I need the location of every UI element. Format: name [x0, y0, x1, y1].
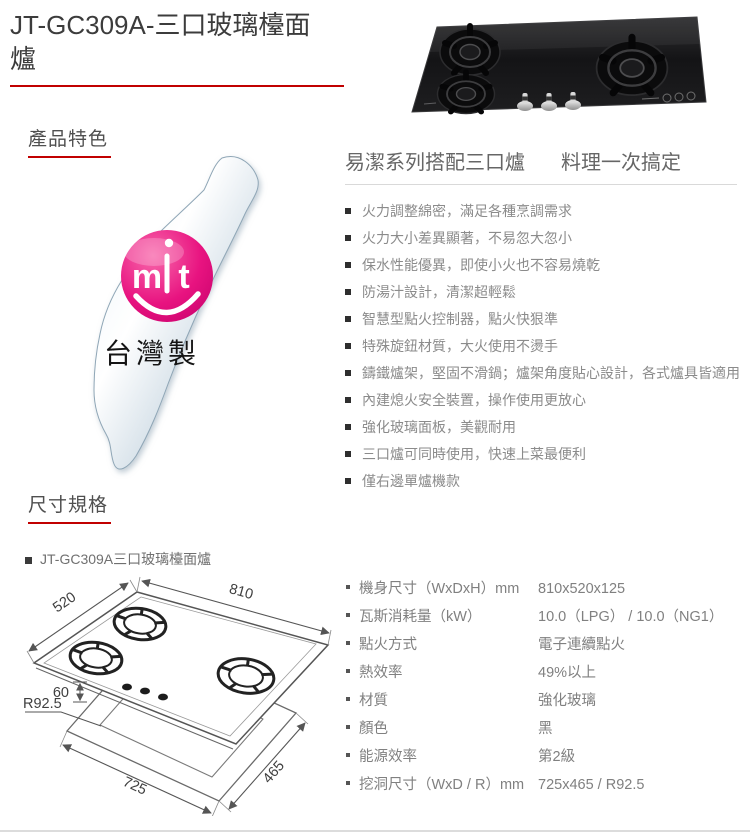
bullet-square-icon	[346, 613, 350, 617]
subtitle-divider	[345, 184, 737, 185]
bullet-square-icon	[345, 235, 351, 241]
feature-text: 鑄鐵爐架，堅固不滑鍋；爐架角度貼心設計，各式爐具皆適用	[362, 365, 740, 381]
feature-text: 防湯汁設計，清潔超輕鬆	[362, 284, 516, 300]
feature-text: 特殊旋鈕材質，大火使用不燙手	[362, 338, 558, 354]
spec-value: 電子連續點火	[538, 637, 625, 653]
dimensions-heading: 尺寸規格	[28, 495, 109, 516]
bullet-square-icon	[346, 697, 350, 701]
spec-list: 機身尺寸（WxDxH）mm 810x520x125 瓦斯消耗量（kW） 10.0（L…	[346, 580, 748, 804]
spec-label: 點火方式	[359, 637, 417, 653]
spec-row: 顏色 黑	[346, 720, 748, 739]
series-subtitle-left: 易潔系列搭配三口爐	[345, 152, 525, 174]
feature-text: 保水性能優異，即使小火也不容易燒乾	[362, 257, 600, 273]
bullet-square-icon	[345, 343, 351, 349]
bullet-square-icon	[345, 289, 351, 295]
feature-text: 三口爐可同時使用，快速上菜最便利	[362, 446, 586, 462]
spec-row: 點火方式 電子連續點火	[346, 636, 748, 655]
spec-label: 挖洞尺寸（WxD / R）mm	[359, 777, 525, 793]
features-heading: 產品特色	[28, 129, 109, 150]
bullet-square-icon	[345, 397, 351, 403]
spec-value: 49%以上	[538, 665, 597, 681]
page-title: JT-GC309A-三口玻璃檯面爐	[10, 10, 311, 74]
bullet-square-icon	[346, 585, 350, 589]
spec-label: 熱效率	[359, 665, 403, 681]
feature-item: 智慧型點火控制器，點火快狠準	[345, 310, 743, 329]
made-in-taiwan-badge: m t 台灣製	[93, 156, 259, 470]
spec-row: 挖洞尺寸（WxD / R）mm 725x465 / R92.5	[346, 776, 748, 795]
model-name-line: JT-GC309A三口玻璃檯面爐	[25, 549, 211, 569]
product-photo	[411, 16, 707, 120]
feature-item: 火力大小差異顯著，不易忽大忽小	[345, 229, 743, 248]
dimensions-heading-underline	[28, 522, 111, 524]
spec-value: 810x520x125	[538, 581, 626, 597]
dim-radius-label: R92.5	[23, 696, 62, 712]
spec-value: 10.0（LPG） / 10.0（NG1）	[538, 609, 724, 625]
spec-row: 熱效率 49%以上	[346, 664, 748, 683]
feature-item: 保水性能優異，即使小火也不容易燒乾	[345, 256, 743, 275]
dim-cutout-width-label: 725	[120, 774, 149, 799]
dim-cutout-depth-label: 465	[260, 758, 288, 787]
spec-label: 能源效率	[359, 749, 417, 765]
feature-text: 僅右邊單爐機款	[362, 473, 460, 489]
series-subtitle-right: 料理一次搞定	[561, 152, 681, 174]
feature-item: 特殊旋鈕材質，大火使用不燙手	[345, 337, 743, 356]
spec-value: 黑	[538, 721, 553, 737]
dim-gap-label: 60	[53, 685, 69, 701]
feature-item: 三口爐可同時使用，快速上菜最便利	[345, 445, 743, 464]
feature-text: 智慧型點火控制器，點火快狠準	[362, 311, 558, 327]
bullet-square-icon	[345, 478, 351, 484]
feature-item: 僅右邊單爐機款	[345, 472, 743, 491]
feature-item: 火力調整綿密，滿足各種烹調需求	[345, 202, 743, 221]
spec-row: 能源效率 第2級	[346, 748, 748, 767]
spec-row: 瓦斯消耗量（kW） 10.0（LPG） / 10.0（NG1）	[346, 608, 748, 627]
feature-item: 內建熄火安全裝置，操作使用更放心	[345, 391, 743, 410]
series-subtitle: 易潔系列搭配三口爐 料理一次搞定	[345, 146, 740, 175]
bullet-square-icon	[345, 370, 351, 376]
feature-text: 內建熄火安全裝置，操作使用更放心	[362, 392, 586, 408]
feature-item: 強化玻璃面板，美觀耐用	[345, 418, 743, 437]
page-bottom-divider	[0, 830, 750, 832]
spec-value: 725x465 / R92.5	[538, 777, 645, 793]
title-divider	[10, 85, 344, 87]
bullet-square-icon	[346, 725, 350, 729]
feature-item: 鑄鐵爐架，堅固不滑鍋；爐架角度貼心設計，各式爐具皆適用	[345, 364, 743, 383]
spec-label: 瓦斯消耗量（kW）	[359, 609, 482, 625]
features-heading-underline	[28, 156, 111, 158]
bullet-square-icon	[346, 641, 350, 645]
feature-text: 火力調整綿密，滿足各種烹調需求	[362, 203, 572, 219]
spec-label: 顏色	[359, 721, 388, 737]
feature-list: 火力調整綿密，滿足各種烹調需求 火力大小差異顯著，不易忽大忽小 保水性能優異，即…	[345, 202, 743, 499]
feature-text: 強化玻璃面板，美觀耐用	[362, 419, 516, 435]
dimension-drawing: 810 520 60 R92.5 725 465	[23, 576, 332, 816]
model-name: JT-GC309A三口玻璃檯面爐	[40, 551, 212, 567]
mit-letter-t: t	[178, 258, 189, 296]
bullet-square-icon	[345, 262, 351, 268]
spec-value: 強化玻璃	[538, 693, 596, 709]
bullet-square-icon	[346, 781, 350, 785]
mit-letter-m: m	[132, 258, 162, 296]
spec-label: 機身尺寸（WxDxH）mm	[359, 581, 520, 597]
mit-smile-logo: m t	[121, 230, 213, 322]
bullet-square-icon	[25, 557, 32, 564]
bullet-square-icon	[345, 316, 351, 322]
made-in-taiwan-label: 台灣製	[104, 338, 200, 369]
spec-value: 第2級	[538, 749, 576, 765]
dim-depth-label: 520	[50, 589, 79, 616]
bullet-square-icon	[346, 753, 350, 757]
spec-row: 機身尺寸（WxDxH）mm 810x520x125	[346, 580, 748, 599]
brand-mark	[423, 102, 437, 105]
spec-row: 材質 強化玻璃	[346, 692, 748, 711]
drawing-knobs	[122, 683, 168, 701]
certification-marks	[641, 91, 696, 103]
bullet-square-icon	[345, 424, 351, 430]
feature-text: 火力大小差異顯著，不易忽大忽小	[362, 230, 572, 246]
bullet-square-icon	[346, 669, 350, 673]
bullet-square-icon	[345, 208, 351, 214]
dim-width-label: 810	[227, 581, 255, 603]
bullet-square-icon	[345, 451, 351, 457]
feature-item: 防湯汁設計，清潔超輕鬆	[345, 283, 743, 302]
spec-label: 材質	[359, 693, 388, 709]
